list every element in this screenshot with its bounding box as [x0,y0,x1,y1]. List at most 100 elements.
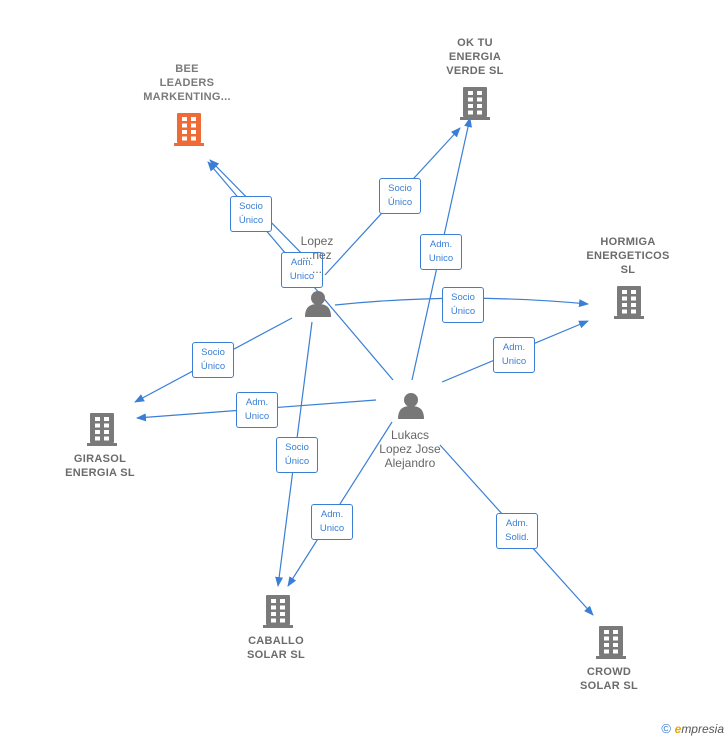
node-label-line: ...nez [302,248,332,262]
edge-label-text: Único [387,197,413,208]
edge-label-text: Adm. [505,518,529,529]
building-window [182,123,187,128]
node-label-line: ... [311,262,322,276]
brand-logo[interactable]: empresia [674,722,724,736]
edge-label-text: Socio [285,442,309,453]
building-window [477,91,482,95]
building-window [271,618,276,623]
node-label-line: ENERGIA SL [65,467,135,479]
node-label-line: CABALLO [248,635,304,647]
building-window [104,436,109,441]
edge-label-text: Adm. [290,257,314,268]
building-window [468,97,473,102]
building-window [631,303,636,307]
node-label-line: LEADERS [159,77,215,89]
building-window [191,117,196,121]
building-window [95,430,100,434]
edge-label-text: Único [238,215,264,226]
building-window [477,97,482,102]
building-window [477,110,482,115]
node-label-line: SL [620,264,636,276]
building-icon[interactable] [614,286,644,319]
edge-label-text: Unico [289,271,315,282]
building-window [631,290,636,294]
node-label-line: Lukacs [390,428,430,442]
building-window [95,417,100,421]
building-window [468,104,473,108]
edge-label-lukacs-oktu[interactable]: Adm.Unico [420,234,462,270]
node-label-line: ENERGETICOS [586,250,670,262]
building-window [468,91,473,95]
edge-label-text: Adm. [502,342,526,353]
building-window [104,430,109,434]
building-window [613,636,618,641]
edge-label-text: Adm. [429,239,453,250]
building-icon[interactable] [263,595,293,628]
building-window [631,309,636,314]
node-label-line: ENERGIA [448,51,502,63]
edge-label-text: Solid. [505,532,529,543]
building-window [477,104,482,108]
building-icon[interactable] [87,413,117,446]
building-window [182,117,187,121]
node-label-line: BEE [175,63,199,75]
edge-label-lukacs-hormiga[interactable]: Adm. Unico [493,337,535,373]
building-window [280,599,285,603]
building-window [191,130,196,134]
company-label-oktu[interactable]: OK TU ENERGIA VERDE SL [425,36,525,78]
edge-label-lukacs-girasol[interactable]: Adm.Unico [236,392,278,428]
company-label-hormiga[interactable]: HORMIGA ENERGETICOS SL [573,235,683,277]
person-icon[interactable] [398,393,424,419]
building-icon[interactable] [460,87,490,120]
node-label-line: Lopez Jose [379,442,441,456]
node-label-line: GIRASOL [73,453,127,465]
building-window [271,599,276,603]
person-label-lopez[interactable]: Lopez...nez... [272,234,362,276]
node-label-line: MARKENTING... [143,91,231,103]
building-icon[interactable] [596,626,626,659]
building-window [604,649,609,654]
company-label-girasol[interactable]: GIRASOL ENERGIA SL [45,452,155,480]
edge-label-text: Socio [239,201,263,212]
building-icon[interactable] [174,113,204,146]
edge-label-lukacs-caballo[interactable]: Adm. Unico [311,504,353,540]
node-label-line: OK TU [457,37,493,49]
edge-label-text: Socio [201,347,225,358]
node-label-line: HORMIGA [600,236,656,248]
building-window [280,618,285,623]
node-label-line: VERDE SL [446,65,504,77]
edge-label-text: Adm. [320,509,344,520]
building-window [182,130,187,134]
edge-label-text: Socio [451,292,475,303]
edge-label-lukacs-crowd[interactable]: Adm. Solid. [496,513,538,549]
person-icon[interactable] [305,291,331,317]
edge-label-text: Unico [501,356,527,367]
edge-label-lukacs-bee[interactable]: Adm. Unico [281,252,323,288]
building-window [604,630,609,634]
building-window [191,136,196,141]
copyright-notice: © empresia [661,721,724,736]
building-window [622,290,627,294]
building-window [622,296,627,301]
building-window [280,612,285,616]
edge-label-text: Único [200,361,226,372]
building-window [271,612,276,616]
edge-label-text: Unico [319,523,345,534]
company-label-caballo[interactable]: CABALLO SOLAR SL [226,634,326,662]
edge-label-text: Adm. [245,397,269,408]
building-window [613,649,618,654]
building-window [468,110,473,115]
node-label-line: SOLAR SL [246,649,305,661]
building-window [95,436,100,441]
company-label-bee[interactable]: BEE LEADERS MARKENTING... [127,62,247,104]
building-window [622,303,627,307]
building-window [191,123,196,128]
edge-label-text: Único [284,456,310,467]
